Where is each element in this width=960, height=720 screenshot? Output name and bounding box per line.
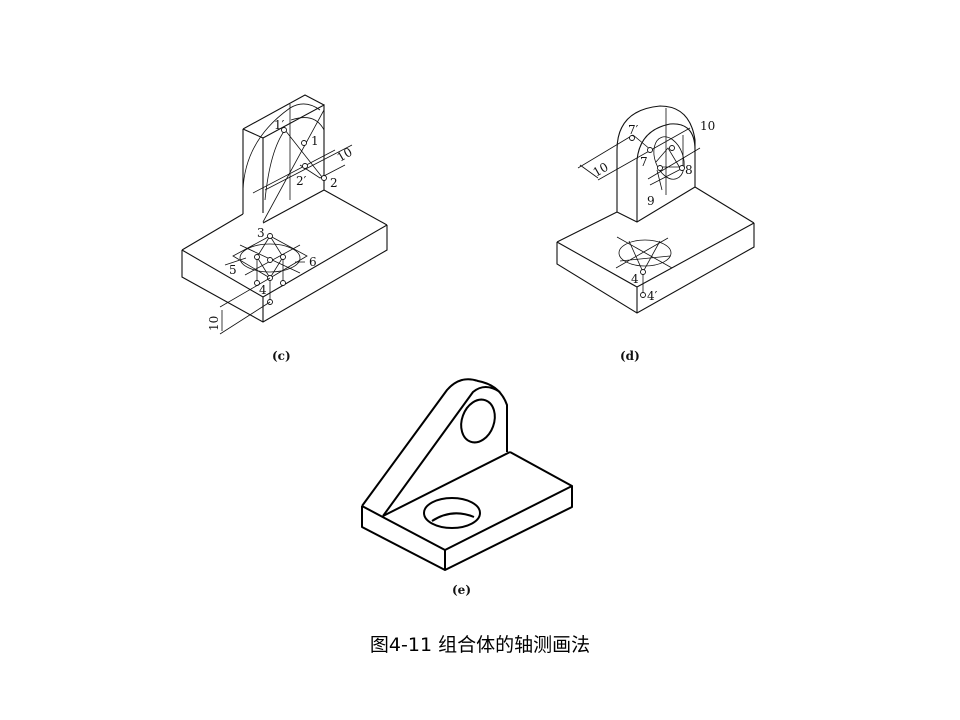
point-label: 10 (700, 119, 715, 133)
point-label: 7′ (628, 123, 639, 137)
point-label: 5 (229, 263, 237, 277)
point-label: 9 (647, 194, 655, 208)
point-label: 8 (685, 163, 693, 177)
figure-label-e: (e) (452, 583, 471, 597)
point-label: 1′ (274, 118, 285, 132)
point-label: 4′ (647, 289, 658, 303)
point-label: 4 (259, 283, 267, 297)
point-label: 4 (631, 272, 639, 286)
point-labels-c: 1′ 1 2′ 2 3 4 5 6 10 10 (207, 118, 355, 331)
figure-caption: 图4-11 组合体的轴测画法 (369, 634, 591, 656)
base-ellipse (615, 236, 673, 298)
point-label: 2′ (296, 174, 307, 188)
point-label: 1 (311, 134, 319, 148)
dimension-label: 10 (335, 145, 355, 165)
base-block (556, 186, 755, 314)
upright-block (577, 105, 701, 223)
lug-hole (460, 398, 496, 444)
ellipse-construction (219, 233, 308, 335)
lug-outline (361, 378, 508, 517)
base-plate (361, 451, 573, 571)
dimension-label: 10 (591, 160, 611, 180)
point-label: 3 (257, 226, 265, 240)
figure-label-c: (c) (272, 349, 291, 363)
base-block (181, 189, 388, 323)
point-labels-d: 7′ 7 8 9 10 4 4′ 10 (591, 119, 716, 303)
upright-block (242, 94, 353, 224)
figure-d: 7′ 7 8 9 10 4 4′ 10 (d) (556, 105, 755, 363)
figure-c: 1′ 1 2′ 2 3 4 5 6 10 10 (c) (181, 94, 388, 363)
point-label: 6 (309, 255, 317, 269)
dimension-label: 10 (207, 316, 221, 331)
figure-e: (e) (361, 378, 573, 597)
base-hole (423, 497, 481, 529)
point-label: 7 (640, 155, 648, 169)
point-label: 2 (330, 176, 338, 190)
base-hole-inner-edge (431, 512, 475, 522)
figure-label-d: (d) (620, 349, 640, 363)
